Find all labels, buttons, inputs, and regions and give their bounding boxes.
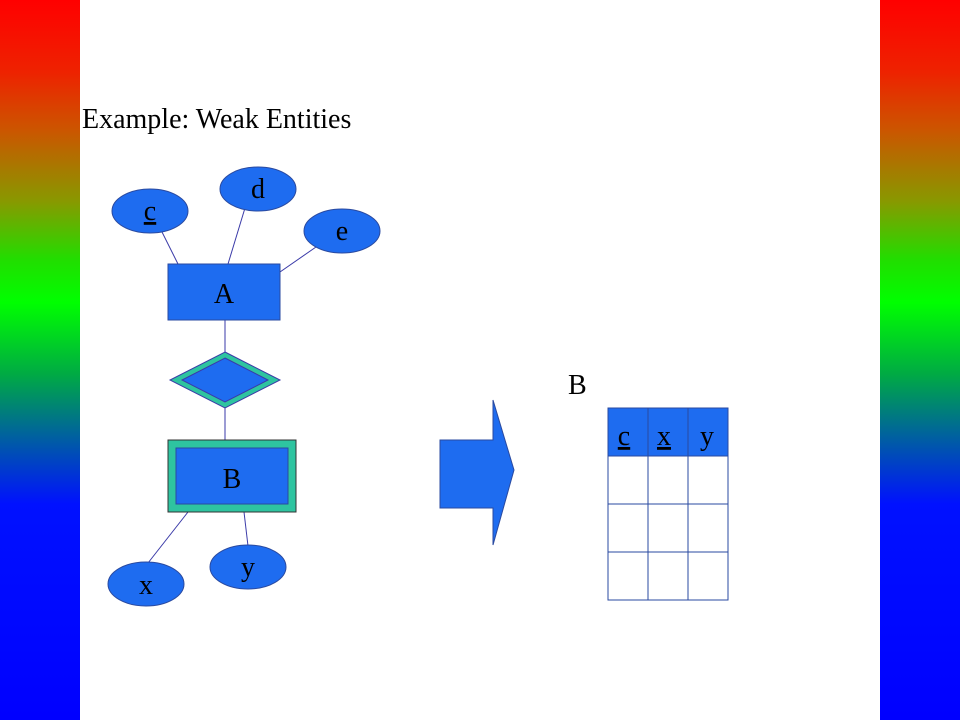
attribute-d-ellipse: [219, 166, 297, 212]
table-name-label: B: [568, 370, 587, 401]
transform-arrow: [439, 399, 515, 546]
table-column-y: y: [700, 421, 714, 452]
line-d-to-a: [227, 207, 246, 265]
attribute-c-ellipse: [111, 188, 189, 234]
attribute-y-ellipse: [209, 544, 287, 590]
attribute-e-label: e: [336, 216, 348, 247]
line-e-to-a: [279, 246, 317, 273]
entity-a-box: [167, 263, 281, 321]
right-gradient-stripe: [880, 0, 960, 720]
table-column-x: x: [657, 421, 671, 452]
attribute-c-label: c: [144, 196, 156, 227]
line-b-to-x: [147, 511, 189, 564]
identifying-relationship-inner: [180, 357, 270, 403]
attribute-y-label: y: [241, 552, 255, 583]
entity-a-label: A: [214, 279, 235, 310]
entity-b-label: B: [223, 464, 242, 495]
left-gradient-stripe: [0, 0, 80, 720]
attribute-x-label: x: [139, 570, 153, 601]
slide-title: Example: Weak Entities: [82, 104, 352, 135]
attribute-e-ellipse: [303, 208, 381, 254]
table-column-c: c: [618, 421, 630, 452]
line-c-to-a: [159, 227, 179, 265]
line-b-to-y: [243, 511, 249, 547]
attribute-x-ellipse: [107, 561, 185, 607]
relation-table-b: c x y: [607, 407, 729, 601]
attribute-d-label: d: [251, 174, 265, 205]
weak-entity-b-inner: [175, 447, 289, 505]
